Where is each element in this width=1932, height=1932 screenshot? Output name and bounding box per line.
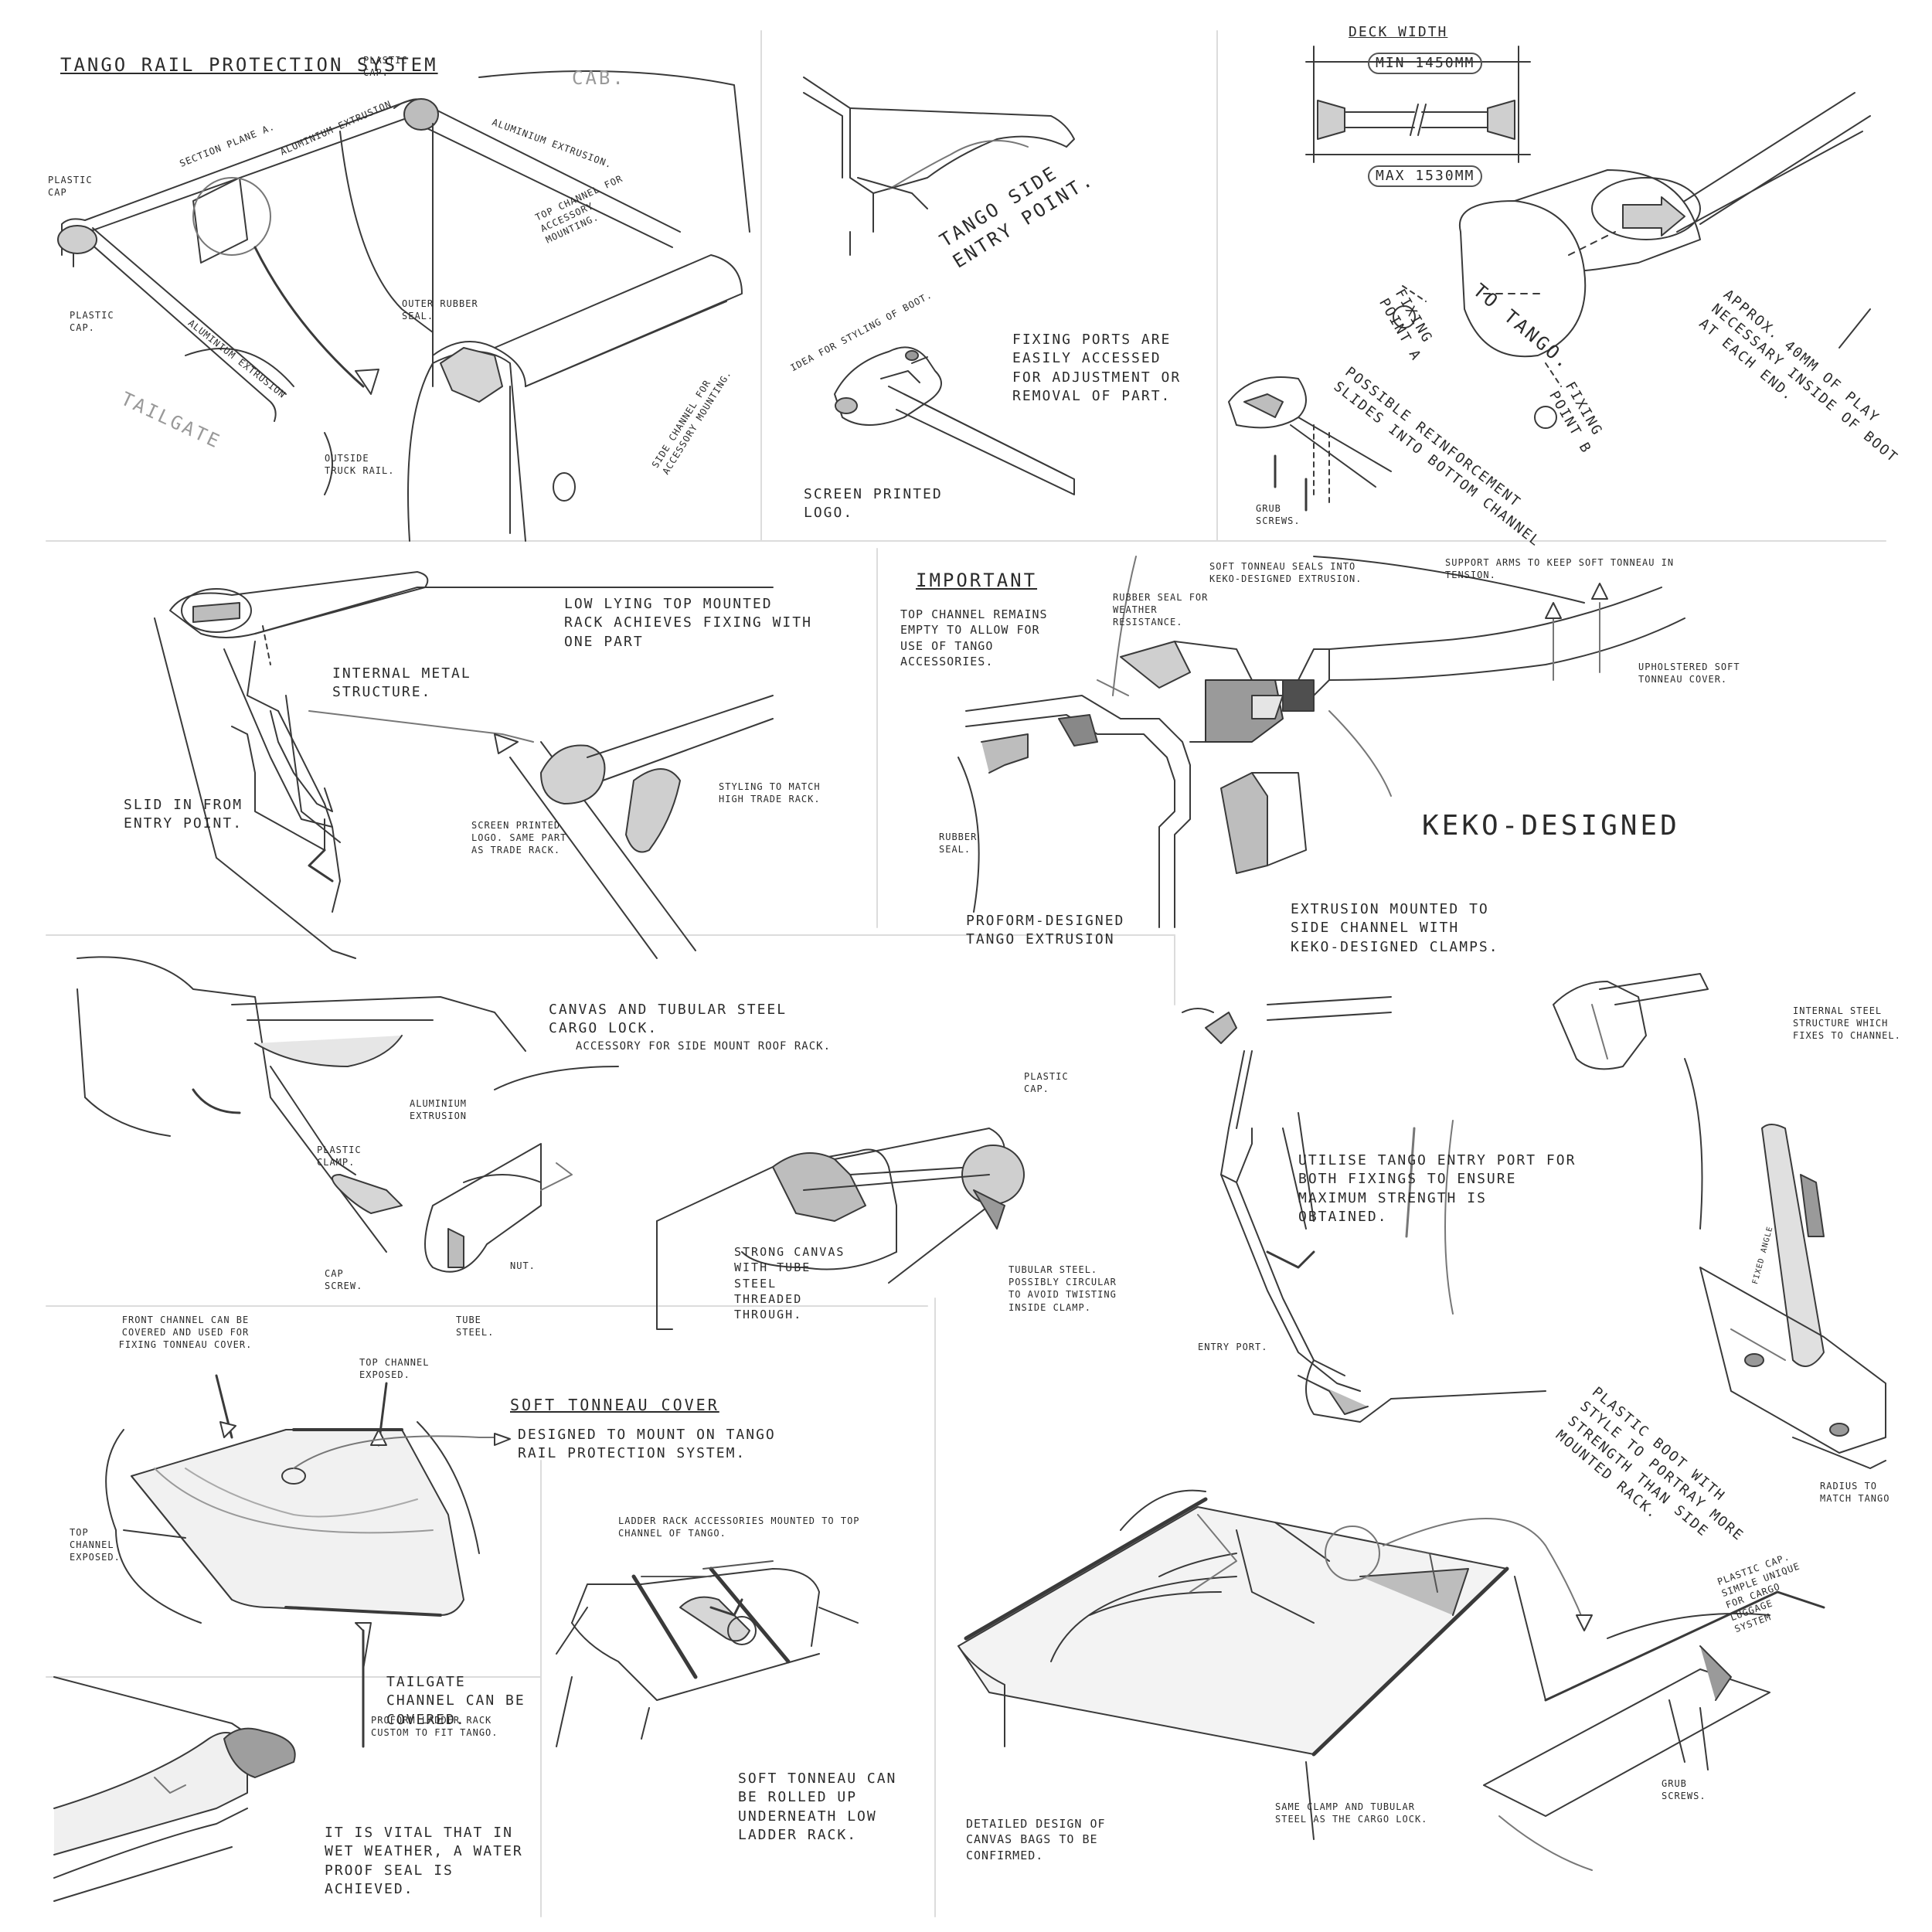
entry-port-label: ENTRY PORT. [1198, 1342, 1268, 1352]
extrusion-mounted-label: EXTRUSION MOUNTED TO SIDE CHANNEL WITH K… [1291, 901, 1499, 955]
accessory-side-mount-label: ACCESSORY FOR SIDE MOUNT ROOF RACK. [576, 1040, 832, 1053]
soft-tonneau-title: SOFT TONNEAU COVER [510, 1396, 719, 1414]
side-entry-sketch [803, 77, 1075, 495]
canvas-cargo-lock-label: CANVAS AND TUBULAR STEEL CARGO LOCK. [549, 1002, 787, 1037]
plastic-clamp-label: PLASTIC CLAMP. [317, 1145, 362, 1168]
tube-steel-label: TUBE STEEL. [456, 1315, 495, 1338]
deck-width-sketch [1228, 46, 1871, 512]
grub-screws-label-2: GRUB SCREWS. [1662, 1778, 1706, 1802]
soft-tonneau-rolled-label: SOFT TONNEAU CAN BE ROLLED UP UNDERNEATH… [738, 1770, 897, 1843]
top-mounted-rack-sketch [154, 571, 774, 959]
internal-metal-label: INTERNAL METAL STRUCTURE. [332, 665, 471, 701]
low-lying-label: LOW LYING TOP MOUNTED RACK ACHIEVES FIXI… [564, 596, 812, 650]
strong-canvas-label: STRONG CANVAS WITH TUBE STEEL THREADED T… [734, 1245, 845, 1321]
ladder-rack-sketch [556, 1560, 859, 1747]
rubber-seal-label: RUBBER SEAL. [939, 832, 978, 855]
radius-tango-label: RADIUS TO MATCH TANGO [1820, 1481, 1890, 1505]
top-channel-exposed-label-1: TOP CHANNEL EXPOSED. [359, 1357, 430, 1381]
nut-label: NUT. [510, 1260, 536, 1271]
proform-ladder-label: PROFORM LADDER RACK CUSTOM TO FIT TANGO. [371, 1715, 498, 1739]
plastic-cap-label-2: PLASTIC CAP [48, 175, 93, 199]
tailgate-channel-label: TAILGATE CHANNEL CAN BE COVERED. [386, 1674, 526, 1728]
deck-width-label: DECK WIDTH [1349, 24, 1448, 40]
tango-title: TANGO RAIL PROTECTION SYSTEM [60, 54, 438, 76]
plastic-cap-label-3: PLASTIC CAP. [70, 310, 114, 334]
cap-screw-label: CAP SCREW. [325, 1268, 363, 1292]
internal-steel-label: INTERNAL STEEL STRUCTURE WHICH FIXES TO … [1793, 1005, 1901, 1042]
important-label: IMPORTANT [916, 570, 1038, 591]
top-channel-exposed-label-2: TOP CHANNEL EXPOSED. [70, 1527, 121, 1563]
plastic-cap-label-1: PLASTIC CAP. [363, 55, 408, 79]
fixing-ports-label: FIXING PORTS ARE EASILY ACCESSED FOR ADJ… [1012, 332, 1182, 404]
styling-match-label: STYLING TO MATCH HIGH TRADE RACK. [719, 781, 821, 805]
proform-extrusion-label: PROFORM-DESIGNED TANGO EXTRUSION [966, 913, 1125, 948]
top-channel-empty-label: TOP CHANNEL REMAINS EMPTY TO ALLOW FOR U… [900, 607, 1048, 668]
tango-rail-sketch [57, 70, 750, 542]
soft-tonneau-seals-label: SOFT TONNEAU SEALS INTO KEKO-DESIGNED EX… [1209, 561, 1362, 585]
screen-printed-logo-label-2: SCREEN PRINTED LOGO. SAME PART AS TRADE … [471, 820, 567, 856]
max-width-label: MAX 1530mm [1368, 165, 1483, 188]
detailed-canvas-bags-label: DETAILED DESIGN OF CANVAS BAGS TO BE CON… [966, 1817, 1106, 1862]
soft-tonneau-sketch [105, 1374, 511, 1748]
same-clamp-label: SAME CLAMP AND TUBULAR STEEL AS THE CARG… [1275, 1801, 1428, 1825]
ladder-rack-accessories-label: LADDER RACK ACCESSORIES MOUNTED TO TOP C… [618, 1515, 860, 1539]
canvas-bags-sketch [957, 1489, 1825, 1871]
upholstered-cover-label: UPHOLSTERED SOFT TONNEAU COVER. [1638, 662, 1740, 685]
cab-label: CAB. [572, 67, 626, 89]
utilise-tango-label: UTILISE TANGO ENTRY PORT FOR BOTH FIXING… [1298, 1152, 1577, 1225]
keko-designed-label: KEKO-DESIGNED [1422, 810, 1680, 842]
designed-to-mount-label: DESIGNED TO MOUNT ON TANGO RAIL PROTECTI… [518, 1427, 776, 1462]
vital-wet-weather-label: IT IS VITAL THAT IN WET WEATHER, A WATER… [325, 1825, 523, 1897]
outside-truck-rail-label: OUTSIDE TRUCK RAIL. [325, 453, 395, 477]
plastic-cap-label-4: PLASTIC CAP. [1024, 1071, 1069, 1095]
min-width-label: MIN 1450mm [1368, 53, 1483, 75]
cargo-lock-sketch [77, 956, 1025, 1330]
proform-closeup-sketch [53, 1676, 296, 1902]
panel-dividers [46, 30, 1886, 1917]
entry-port-sketch [1182, 973, 1886, 1469]
outer-rubber-seal-label: OUTER RUBBER SEAL. [402, 298, 478, 322]
grub-screws-label-1: GRUB SCREWS. [1256, 503, 1301, 527]
aluminium-extrusion-label-4: ALUMINIUM EXTRUSION [410, 1098, 468, 1122]
support-arms-label: SUPPORT ARMS TO KEEP SOFT TONNEAU IN TEN… [1445, 557, 1675, 581]
keko-section-sketch [957, 556, 1685, 928]
tubular-steel-label: TUBULAR STEEL. POSSIBLY CIRCULAR TO AVOI… [1009, 1264, 1117, 1313]
slid-in-label: SLID IN FROM ENTRY POINT. [124, 797, 243, 832]
front-channel-label: FRONT CHANNEL CAN BE COVERED AND USED FO… [118, 1315, 253, 1351]
screen-printed-logo-label-1: SCREEN PRINTED LOGO. [804, 486, 943, 522]
rubber-seal-weather-label: RUBBER SEAL FOR WEATHER RESISTANCE. [1113, 592, 1209, 628]
